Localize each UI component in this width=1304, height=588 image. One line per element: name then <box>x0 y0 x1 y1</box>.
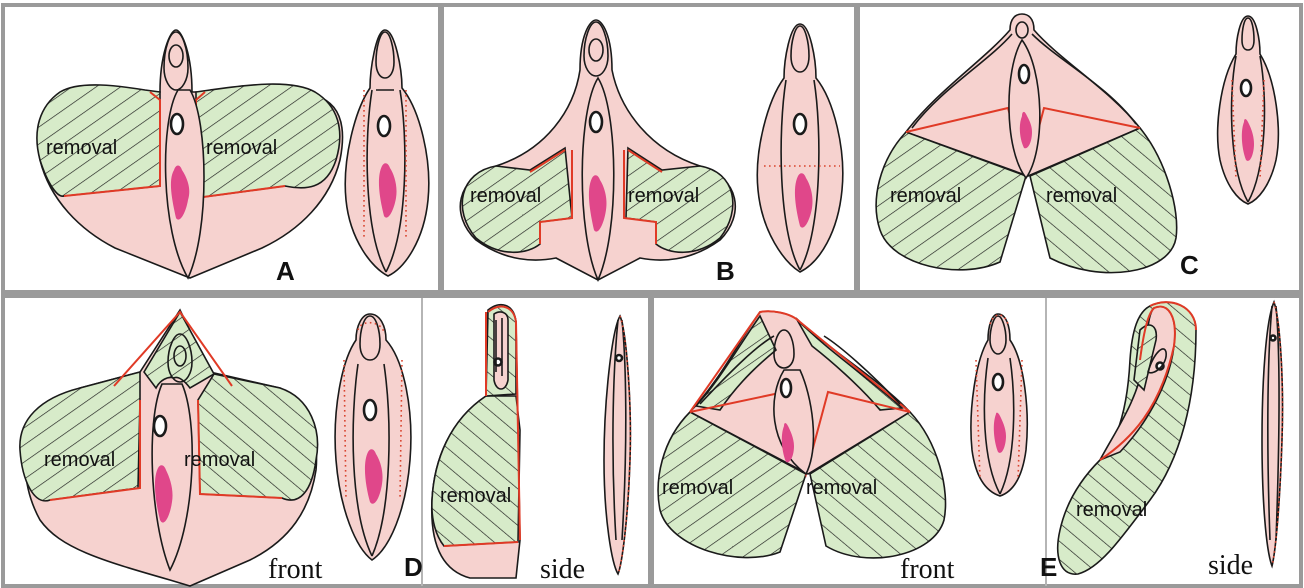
panel-a-removal-left: removal <box>46 137 117 159</box>
panel-c-removal-right: removal <box>1046 185 1117 207</box>
panel-c-removal-left: removal <box>890 185 961 207</box>
panel-d-removal-left: removal <box>44 449 115 471</box>
panel-e-side-removal: removal <box>1076 499 1147 521</box>
panel-e-side-label: side <box>1208 550 1253 581</box>
panel-a-removal-right: removal <box>206 137 277 159</box>
panel-b-letter: B <box>716 256 735 286</box>
panel-e-removal-right: removal <box>806 477 877 499</box>
panel-e-front-label: front <box>900 554 955 585</box>
panel-e-removal-left: removal <box>662 477 733 499</box>
panel-d-side-label: side <box>540 554 585 585</box>
panel-b-removal-left: removal <box>470 185 541 207</box>
panel-e-letter: E <box>1040 552 1057 582</box>
panel-d-letter: D <box>404 552 423 582</box>
panel-b-removal-right: removal <box>628 185 699 207</box>
panel-d-front-label: front <box>268 554 323 585</box>
panel-c-letter: C <box>1180 250 1199 280</box>
panel-a-letter: A <box>276 256 295 286</box>
panel-d-removal-right: removal <box>184 449 255 471</box>
panel-d-side-removal: removal <box>440 485 511 507</box>
